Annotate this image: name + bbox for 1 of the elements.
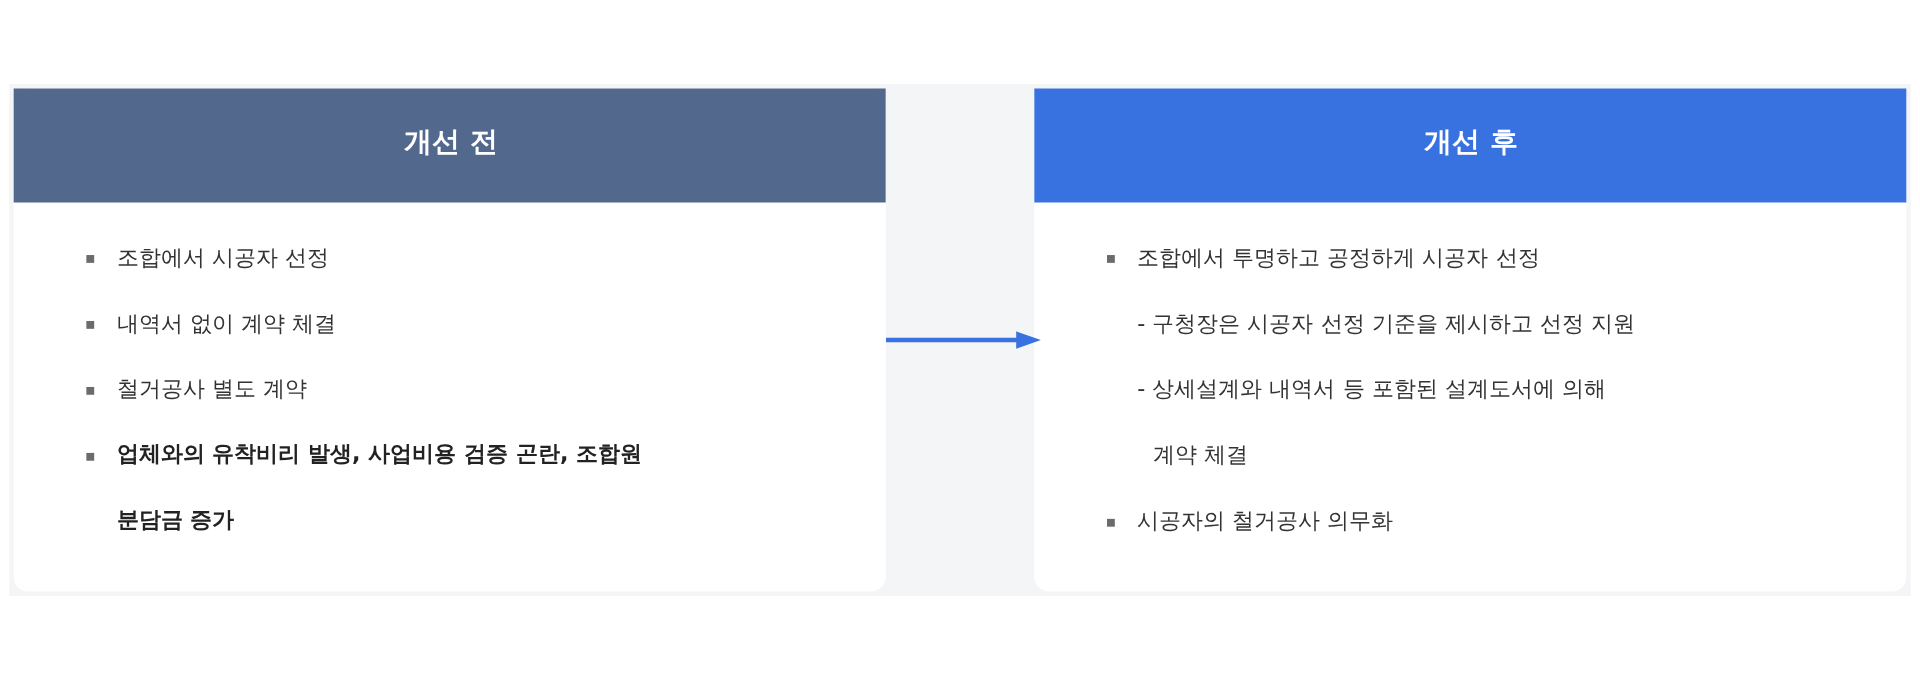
arrow xyxy=(886,331,1041,349)
